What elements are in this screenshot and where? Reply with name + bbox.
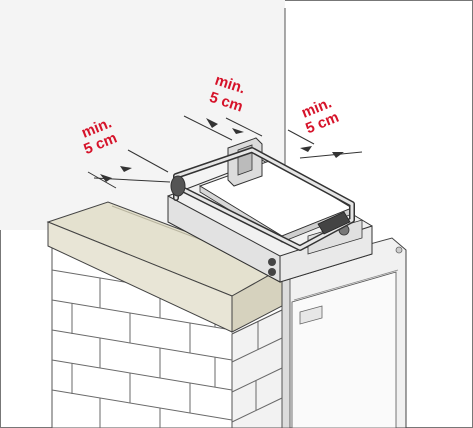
cabinet-right <box>281 237 407 428</box>
dimension-arrow-icon <box>100 118 344 182</box>
countertop <box>46 201 284 333</box>
appliance <box>167 137 373 283</box>
